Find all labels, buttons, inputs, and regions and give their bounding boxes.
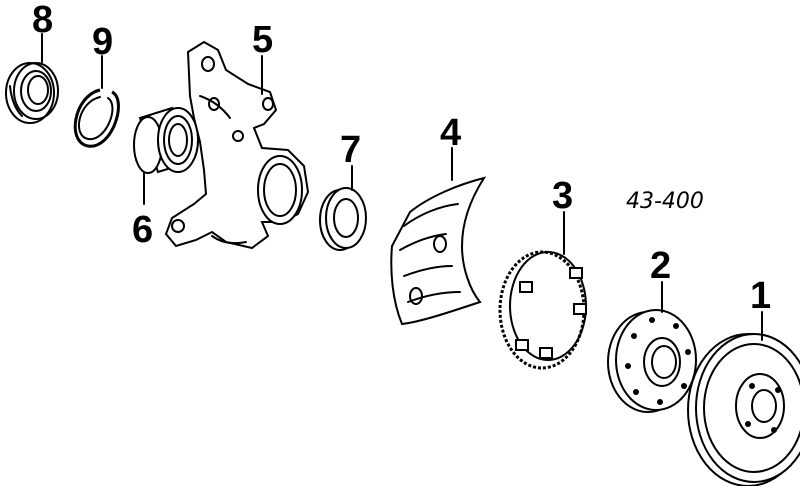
callout-6: 6 — [132, 209, 153, 251]
part-5-knuckle — [164, 40, 310, 250]
part-4-dust-shield — [390, 176, 487, 326]
callout-8: 8 — [32, 0, 53, 41]
part-number-label: 43-400 — [626, 189, 704, 214]
part-2-hub — [607, 309, 697, 413]
callout-3: 3 — [552, 175, 573, 217]
part-1-brake-disc — [687, 333, 800, 486]
callout-4: 4 — [440, 112, 461, 154]
callout-7: 7 — [340, 129, 361, 171]
callout-2: 2 — [650, 245, 671, 287]
part-9-snap-ring — [73, 88, 120, 148]
part-8-seal — [5, 62, 59, 124]
part-6-bearing — [133, 106, 199, 174]
part-3-tone-ring — [498, 250, 587, 370]
callout-9: 9 — [92, 21, 113, 63]
part-7-seal — [319, 187, 367, 251]
callout-1: 1 — [750, 275, 771, 317]
callout-5: 5 — [252, 19, 273, 61]
